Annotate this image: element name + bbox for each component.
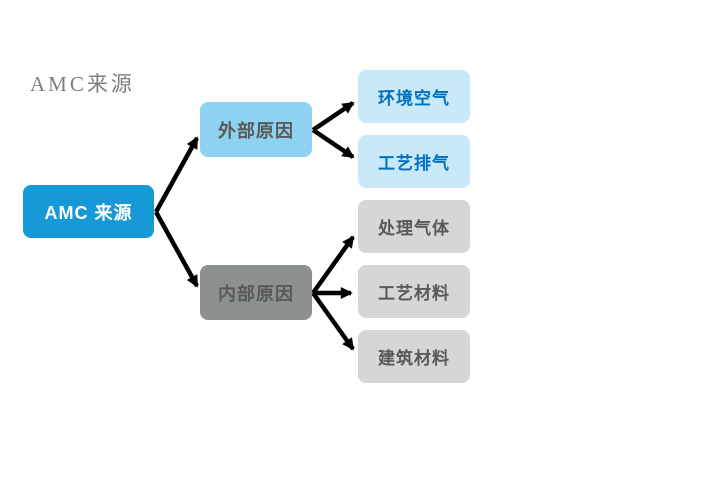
arrow-external-to-process-exhaust	[311, 128, 355, 159]
page-title: AMC来源	[30, 72, 135, 96]
leaf-node-process-gas: 处理气体	[358, 200, 470, 253]
leaf-node-process-exhaust: 工艺排气	[358, 135, 470, 188]
root-node-amc-source: AMC 来源	[23, 185, 154, 238]
leaf-node-process-material: 工艺材料	[358, 265, 470, 318]
arrow-root-to-internal	[154, 210, 199, 288]
arrow-internal-to-building-material	[311, 291, 355, 351]
leaf-node-ambient-air: 环境空气	[358, 70, 470, 123]
arrow-root-to-external	[154, 136, 199, 214]
branch-node-internal-cause: 内部原因	[200, 265, 312, 320]
branch-node-external-cause: 外部原因	[200, 102, 312, 157]
arrow-internal-to-process-gas	[311, 235, 355, 295]
leaf-node-building-material: 建筑材料	[358, 330, 470, 383]
arrow-external-to-ambient-air	[311, 101, 355, 132]
